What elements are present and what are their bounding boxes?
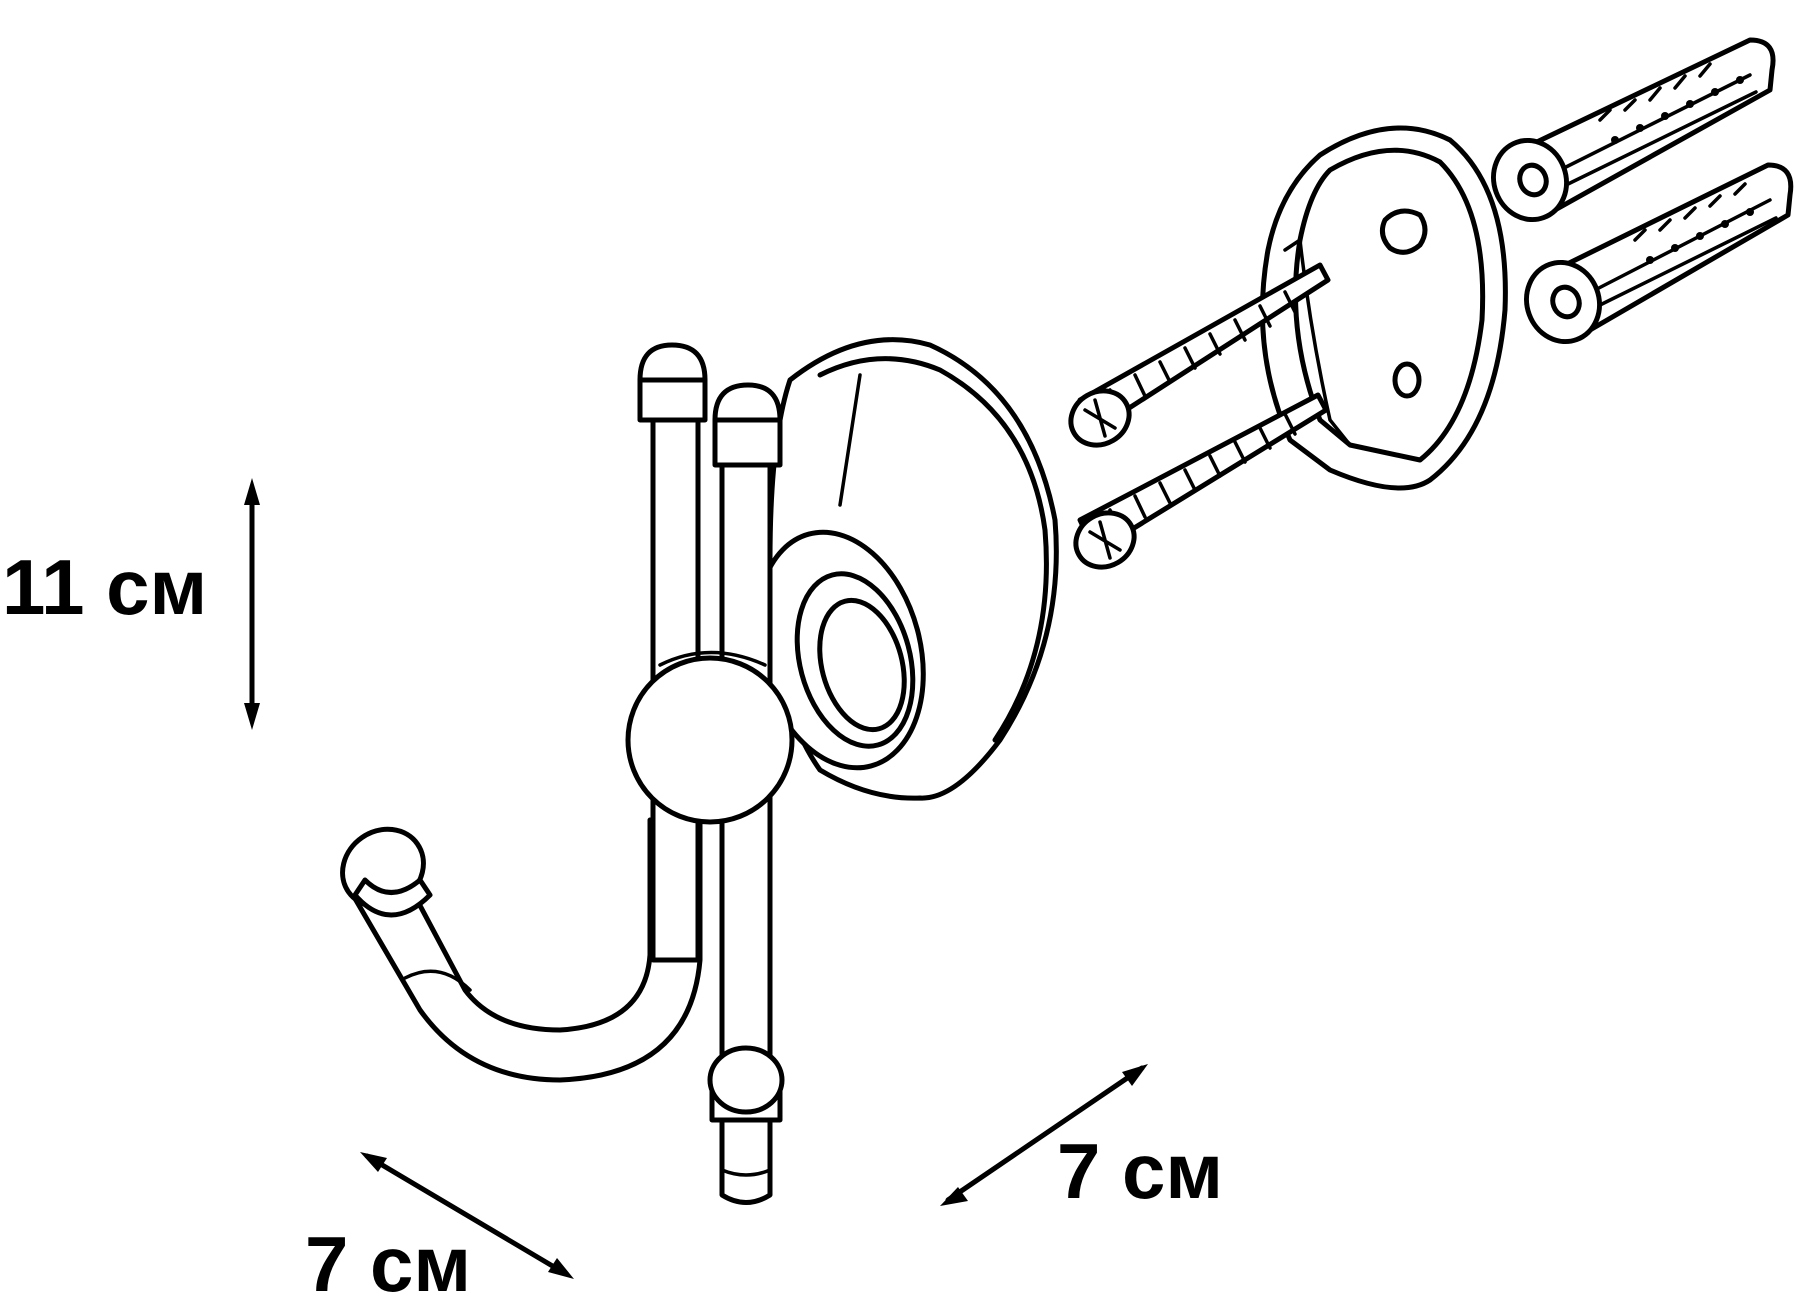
depth-right-dimension-label: 7 см bbox=[1057, 1127, 1224, 1215]
hook-base-cover bbox=[754, 337, 1059, 801]
wall-mount-plate bbox=[1259, 125, 1508, 491]
screw-upper bbox=[1068, 262, 1331, 448]
depth-left-dimension-arrow bbox=[360, 1152, 574, 1279]
wall-plug-lower bbox=[1524, 162, 1794, 345]
double-hook bbox=[340, 342, 795, 1205]
height-dimension-label: 11 см bbox=[2, 543, 208, 631]
wall-plug-upper bbox=[1491, 37, 1776, 223]
screw-lower bbox=[1073, 392, 1329, 570]
height-dimension-arrow bbox=[244, 478, 260, 730]
depth-left-dimension-label: 7 см bbox=[305, 1220, 472, 1308]
depth-right-dimension-arrow bbox=[940, 1064, 1148, 1206]
